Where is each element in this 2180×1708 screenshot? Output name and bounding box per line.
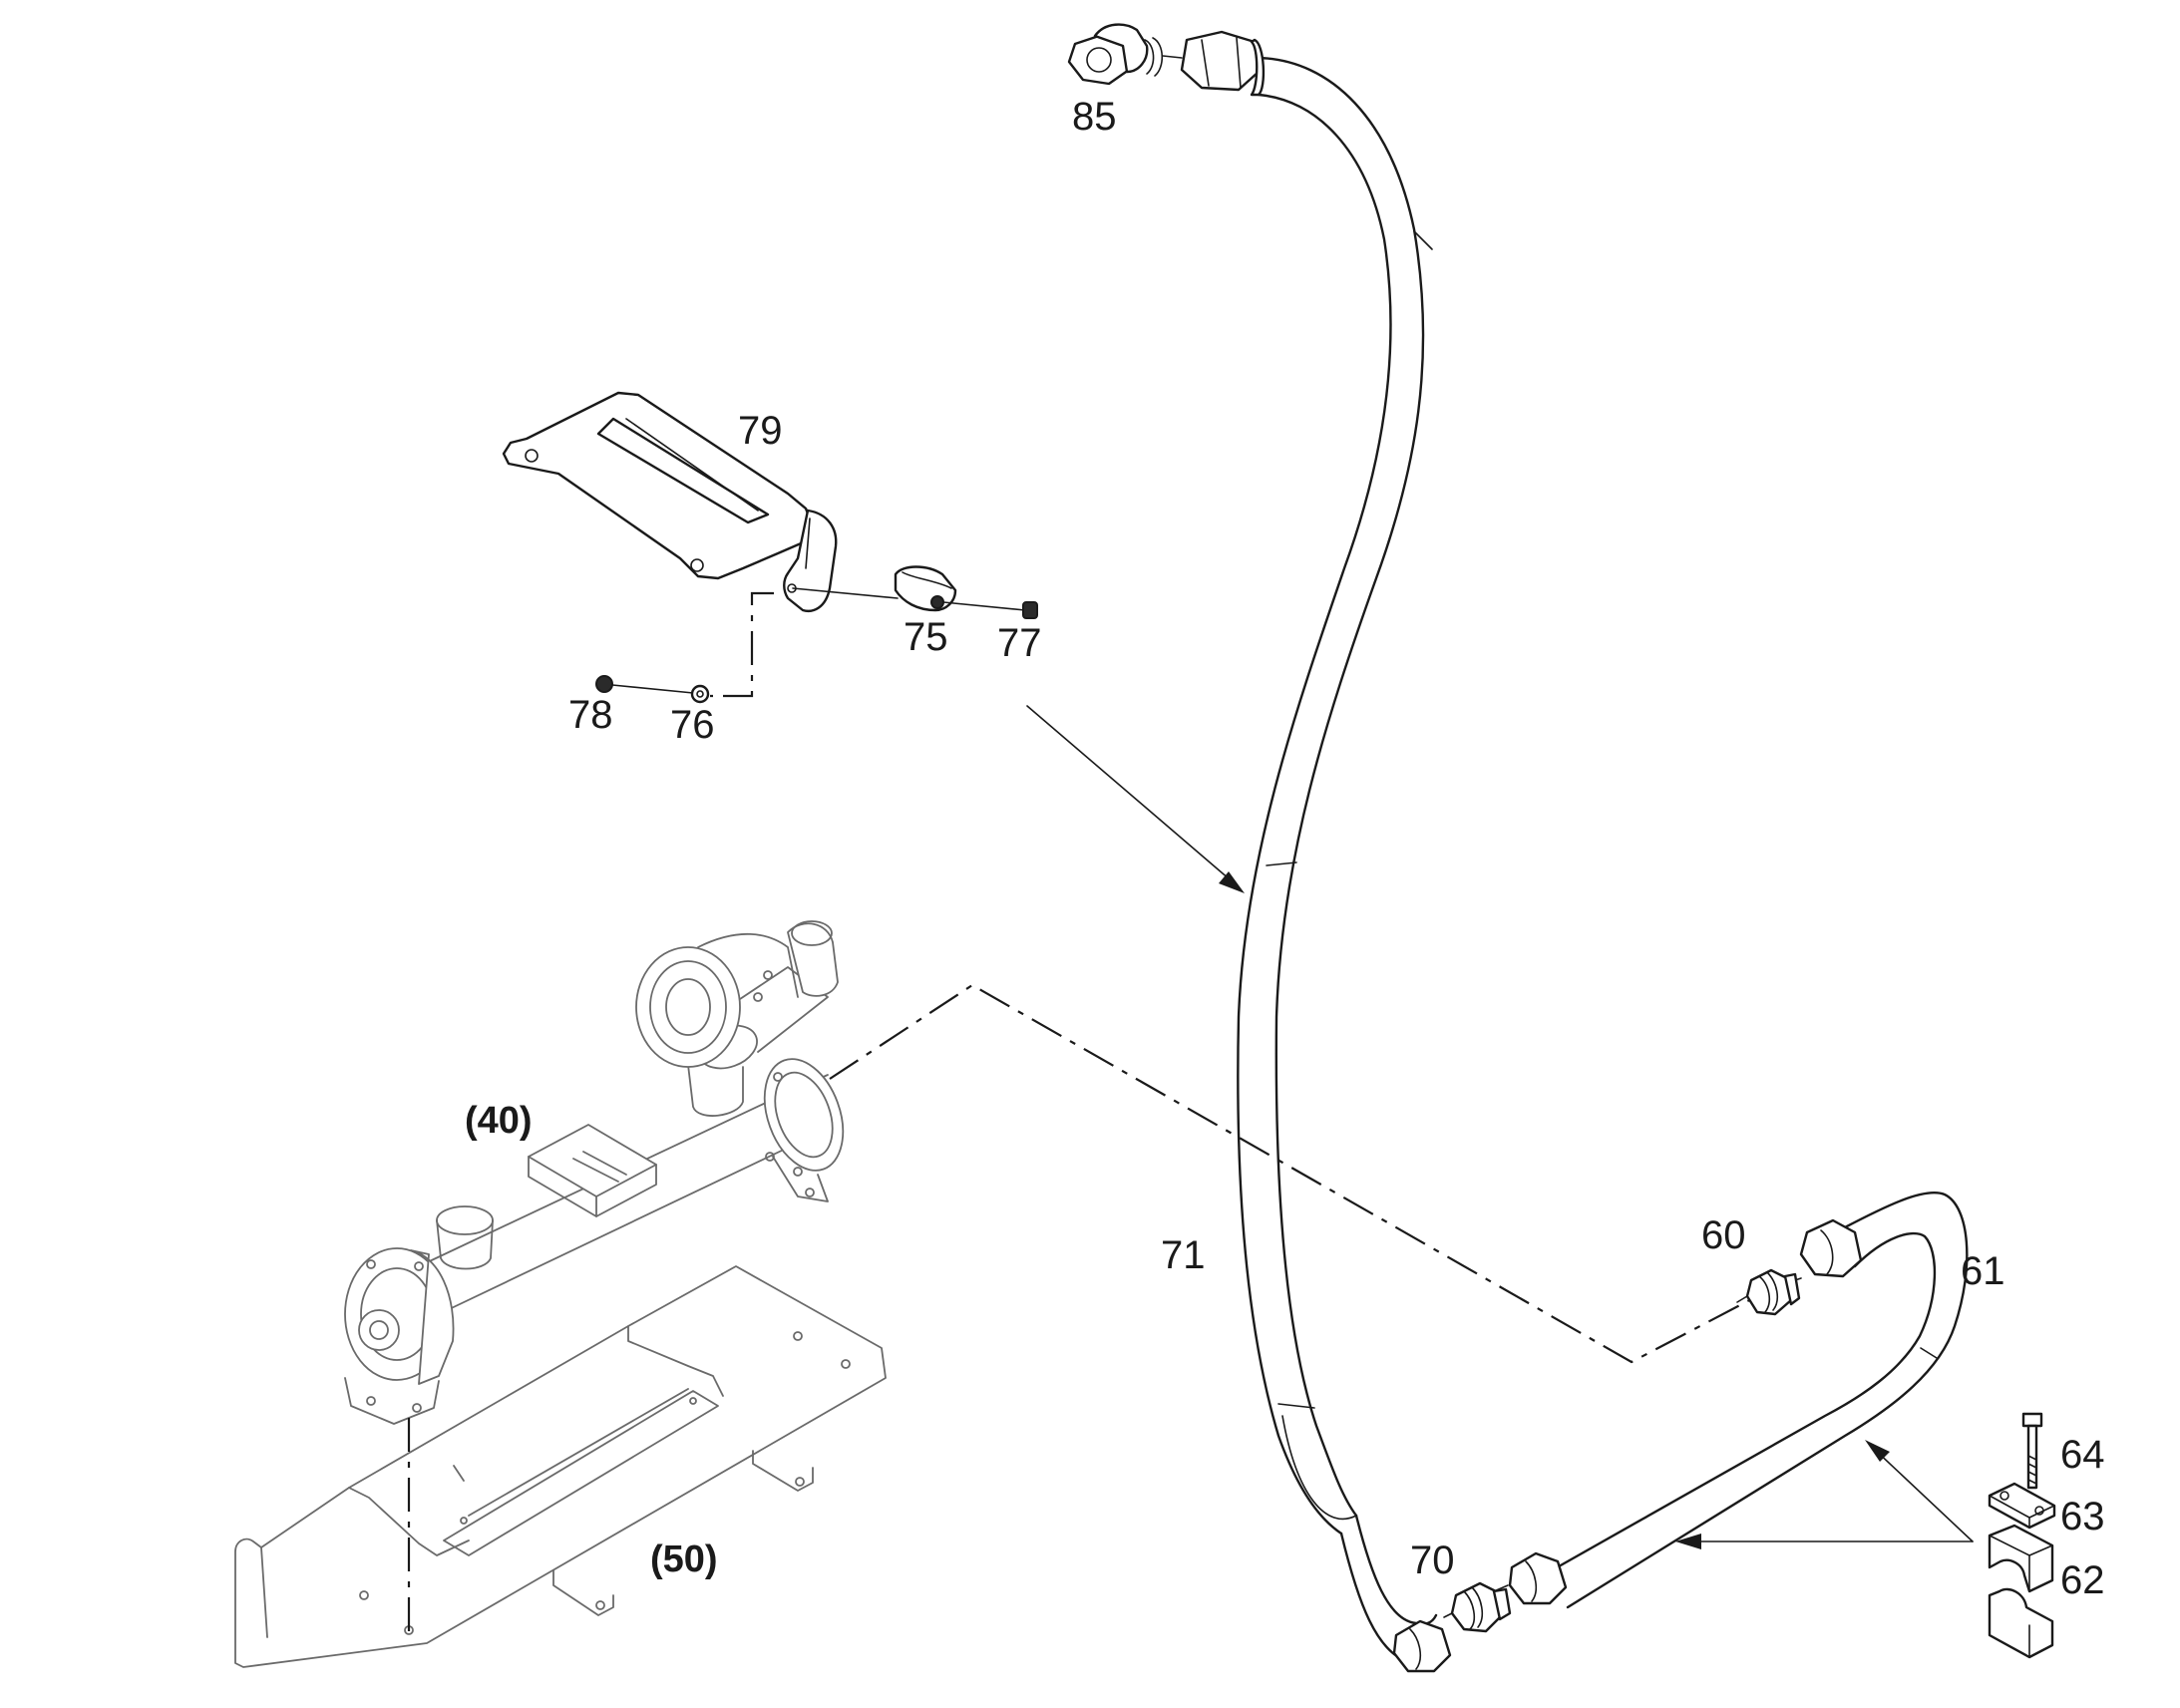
- bracket-to-hose-arrow: [1026, 705, 1245, 893]
- label-50: (50): [650, 1538, 718, 1580]
- clamp-screw-line: [942, 601, 1026, 611]
- elbow-fitting-85: [1067, 23, 1183, 86]
- nut-78: [595, 675, 613, 693]
- hose-61-nut-bottom: [1508, 1551, 1568, 1605]
- label-71: 71: [1161, 1233, 1206, 1277]
- cooler-to-hose-dash: [829, 983, 1758, 1364]
- label-61: 61: [1961, 1249, 2005, 1293]
- label-60: 60: [1701, 1213, 1746, 1257]
- base-plate-50: [234, 1265, 887, 1668]
- label-62: 62: [2060, 1558, 2105, 1602]
- screw-77: [1022, 601, 1038, 619]
- washer-76: [690, 684, 710, 704]
- hose-61: [1550, 1192, 1969, 1609]
- clamp-half-62-lower: [1988, 1587, 2054, 1659]
- hose-71: [1237, 56, 1450, 1665]
- hose-61-nut-top: [1799, 1218, 1863, 1278]
- label-75: 75: [904, 615, 948, 659]
- bracket-dash-line: [710, 591, 774, 698]
- label-77: 77: [997, 621, 1042, 665]
- label-85: 85: [1072, 95, 1117, 139]
- nut-washer-line: [611, 684, 694, 694]
- label-70: 70: [1410, 1538, 1455, 1582]
- bolt-64: [2021, 1412, 2043, 1490]
- clamp-half-62-upper: [1988, 1524, 2054, 1593]
- hose-71-nut-bottom: [1392, 1619, 1452, 1673]
- label-63: 63: [2060, 1495, 2105, 1538]
- label-76: 76: [670, 703, 715, 747]
- label-40: (40): [465, 1100, 533, 1142]
- plate-63: [1988, 1482, 2056, 1530]
- bracket-79: [502, 391, 838, 612]
- label-79: 79: [738, 409, 783, 453]
- clamp-75: [894, 565, 957, 612]
- bracket-clamp-line: [792, 587, 899, 599]
- fitting-70: [1443, 1581, 1512, 1633]
- clamp-arrows: [1675, 1440, 1974, 1549]
- label-64: 64: [2060, 1433, 2105, 1477]
- fitting-60: [1736, 1268, 1802, 1316]
- cooler-assembly-40: [344, 920, 845, 1425]
- hose-top-fitting: [1180, 30, 1266, 97]
- label-78: 78: [568, 693, 613, 737]
